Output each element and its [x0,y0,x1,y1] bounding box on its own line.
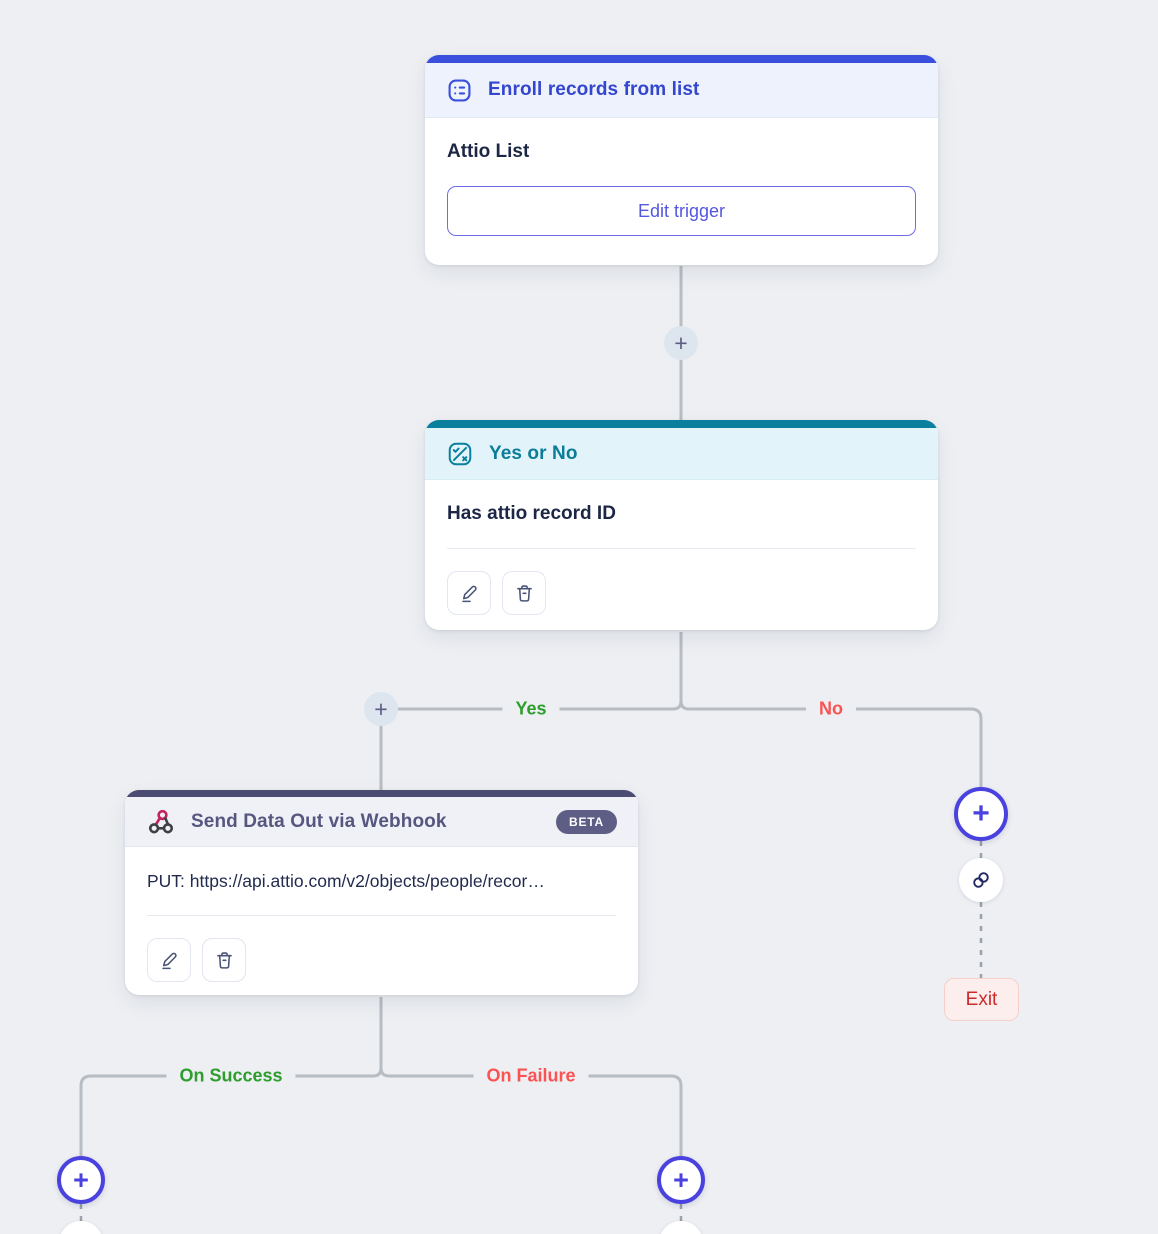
plus-icon: + [674,329,688,356]
trigger-accent-bar [425,55,938,63]
edit-webhook-button[interactable] [147,938,191,982]
checklist-icon [446,77,473,104]
add-step-no-branch-button[interactable]: + [954,787,1008,841]
check-x-split-icon [446,440,474,468]
divider [147,915,616,916]
condition-node-header: Yes or No [425,428,938,480]
webhook-icon [146,807,176,837]
linked-step-circle[interactable] [659,1221,703,1234]
webhook-accent-bar [125,790,638,797]
trash-icon [514,583,535,604]
condition-text: Has attio record ID [447,503,616,524]
webhook-node[interactable]: Send Data Out via Webhook BETA PUT: http… [125,790,638,995]
trash-icon [214,950,235,971]
add-step-yes-branch-button[interactable]: + [364,692,398,726]
condition-node[interactable]: Yes or No Has attio record ID [425,420,938,630]
condition-node-title: Yes or No [489,442,578,464]
add-step-between-button[interactable]: + [664,326,698,360]
add-step-on-failure-button[interactable]: + [657,1156,705,1204]
on-success-label: On Success [166,1063,296,1089]
chain-link-icon [970,869,992,891]
trigger-node-header: Enroll records from list [425,63,938,118]
on-failure-label: On Failure [473,1063,589,1089]
add-step-on-success-button[interactable]: + [57,1156,105,1204]
webhook-node-body: PUT: https://api.attio.com/v2/objects/pe… [125,847,638,995]
trigger-node[interactable]: Enroll records from list Attio List Edit… [425,55,938,265]
linked-step-circle[interactable] [959,858,1003,902]
webhook-node-title: Send Data Out via Webhook [191,810,447,832]
plus-icon: + [972,797,990,830]
beta-badge: BETA [556,809,617,834]
linked-step-circle[interactable] [59,1221,103,1234]
condition-accent-bar [425,420,938,428]
pencil-icon [459,583,480,604]
divider [447,548,916,549]
yes-branch-label: Yes [502,696,560,722]
plus-icon: + [73,1164,89,1195]
plus-icon: + [673,1164,689,1195]
trigger-list-name: Attio List [447,141,530,162]
exit-badge[interactable]: Exit [944,978,1019,1021]
edit-condition-button[interactable] [447,571,491,615]
edit-trigger-button[interactable]: Edit trigger [447,186,916,236]
webhook-node-header: Send Data Out via Webhook BETA [125,797,638,847]
no-branch-label: No [806,696,856,722]
plus-icon: + [374,695,388,722]
pencil-icon [159,950,180,971]
trigger-node-body: Attio List Edit trigger [425,118,938,265]
condition-node-body: Has attio record ID [425,480,938,630]
trigger-node-title: Enroll records from list [488,79,700,100]
delete-webhook-button[interactable] [202,938,246,982]
webhook-request-text: PUT: https://api.attio.com/v2/objects/pe… [147,871,545,891]
delete-condition-button[interactable] [502,571,546,615]
